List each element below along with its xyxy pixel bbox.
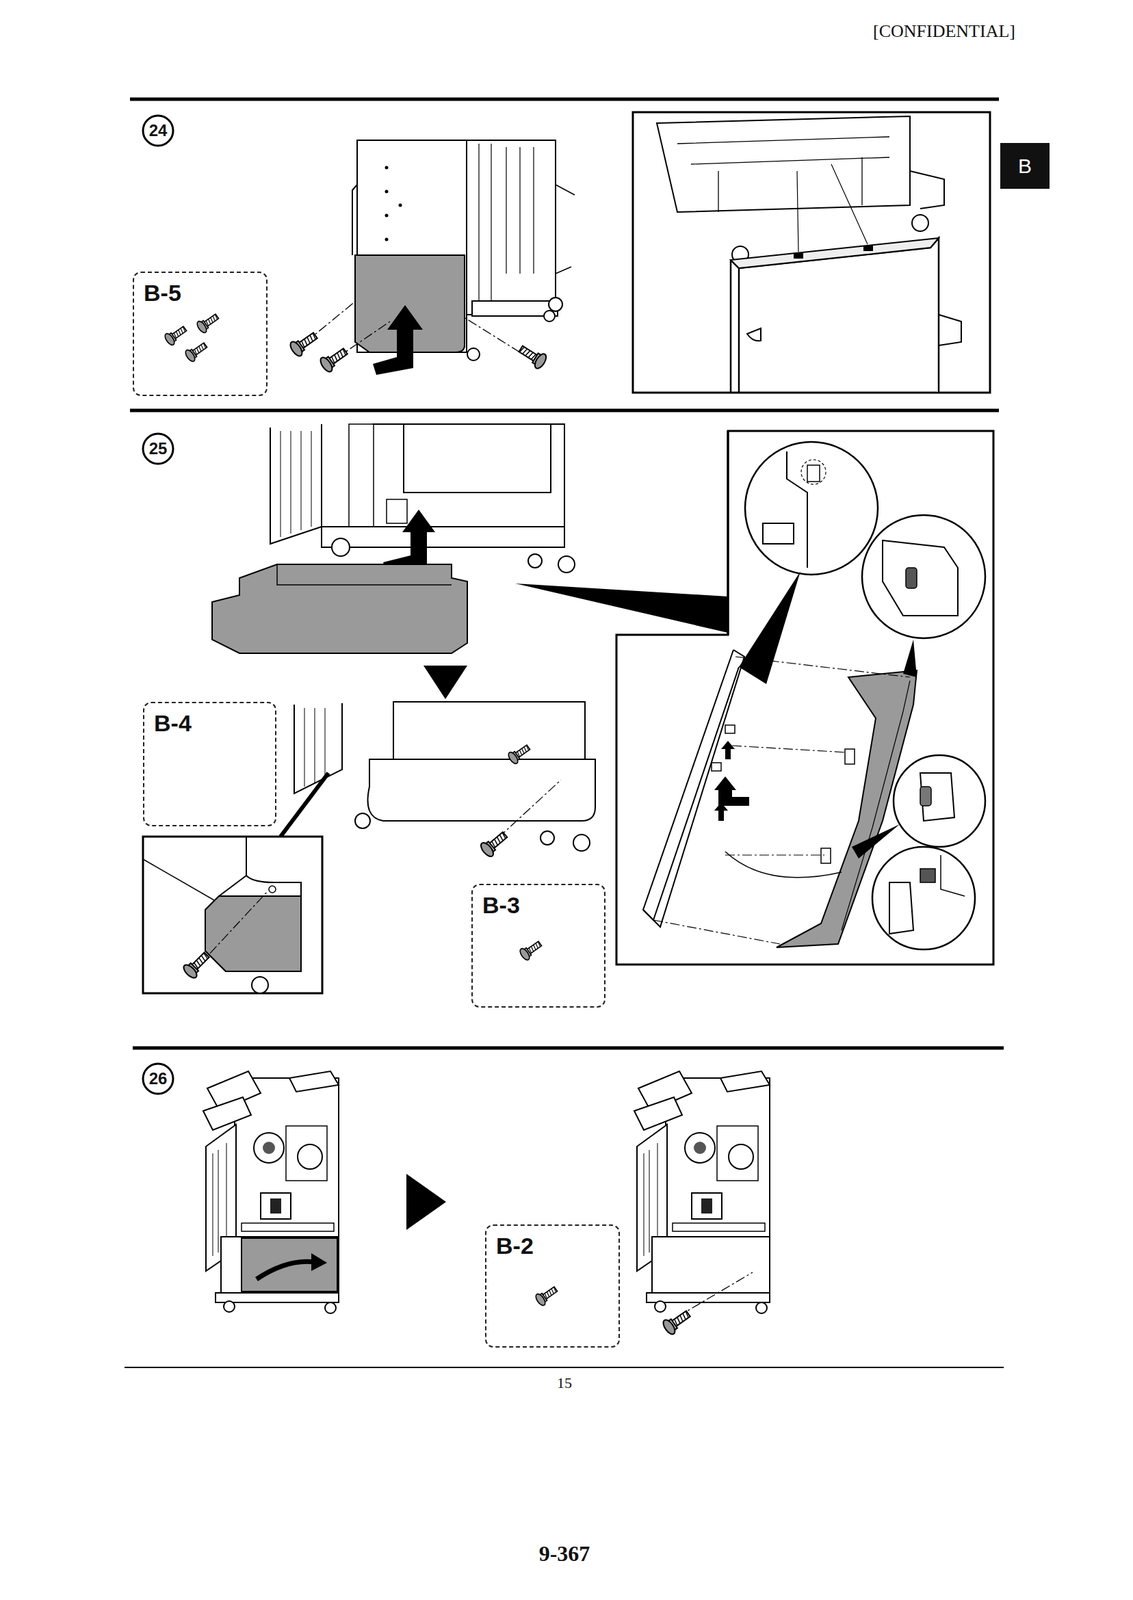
part-code: B-4 <box>144 703 192 737</box>
rule <box>132 1046 1004 1051</box>
page-number: 9-367 <box>539 1542 591 1567</box>
rule <box>129 97 999 102</box>
detail-inset <box>632 112 991 393</box>
step-number: 26 <box>149 1070 168 1088</box>
screw-kit-box: B-3 <box>471 883 606 1008</box>
page-number: 15 <box>556 1375 572 1392</box>
rule <box>129 409 999 413</box>
part-code: B-3 <box>472 885 520 919</box>
section-tab: B <box>1000 142 1050 189</box>
part-code: B-5 <box>134 272 182 307</box>
finisher-figure <box>288 140 575 375</box>
step-number: 24 <box>149 121 168 140</box>
finisher-figure <box>203 1071 770 1337</box>
screw-kit-box: B-4 <box>142 701 277 827</box>
detail-inset <box>142 836 323 994</box>
step-number: 25 <box>149 439 168 458</box>
detail-inset <box>616 431 994 965</box>
rule <box>124 1366 1004 1369</box>
screw-kit-box: B-5 <box>132 271 268 397</box>
screw-kit-box: B-2 <box>485 1224 620 1348</box>
part-code: B-2 <box>486 1226 534 1260</box>
confidential-mark: [CONFIDENTIAL] <box>873 21 1016 42</box>
